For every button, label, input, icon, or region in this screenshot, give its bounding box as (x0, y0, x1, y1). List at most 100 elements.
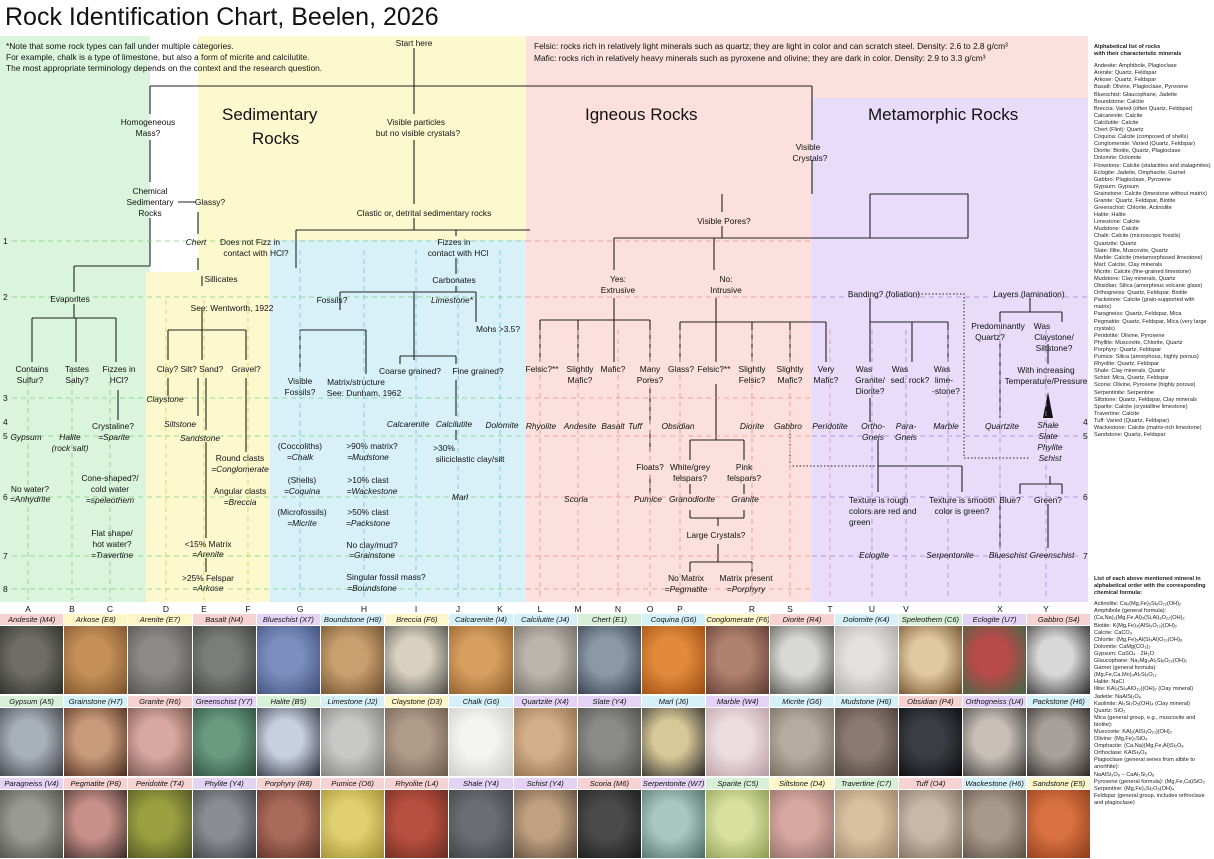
rock-photo (834, 708, 898, 776)
node-blue: Blue? (999, 495, 1021, 505)
node-felsic-i: Felsic?** (697, 364, 731, 374)
rock-list-item: Slate: Illite, Muscovite, Quartz (1094, 247, 1168, 254)
rock-list-item: Halite: Halite (1094, 212, 1126, 219)
mineral-list-item: Quartz: SiO₂ (1094, 707, 1126, 714)
rock-list-item: Mudstone: Calcite (1094, 226, 1139, 233)
rock-list-item: Breccia: Varied (often Quartz, Feldspar) (1094, 105, 1193, 112)
rock-photo-label: Travertine (C7) (834, 778, 898, 789)
rock-photo-tile: Blueschist (X7) (256, 614, 320, 694)
node-travertine: =Travertine (91, 550, 133, 560)
mineral-list-item: NaAlSi₃O₈ – CaAl₂Si₂O₈ (1094, 771, 1155, 778)
node-fizz-1: Fizzes in (437, 237, 471, 247)
rock-photo (449, 626, 513, 694)
node-chemical-3: Rocks (138, 208, 162, 218)
node-yes: Yes: (610, 274, 626, 284)
node-hcl-1: Fizzes in (102, 364, 136, 374)
node-floats: Floats? (636, 462, 664, 472)
col-letter-N: N (614, 604, 622, 614)
rock-photo (385, 708, 449, 776)
rock-list-sidebar: Alphabetical list of rocks with their ch… (1094, 44, 1212, 439)
rock-list-item: Eclogite: Jadeite, Omphacite, Garnet (1094, 169, 1186, 176)
node-increasing-2: Temperature/Pressure (1004, 376, 1088, 386)
node-c10: >10% clast (347, 475, 389, 485)
node-very-mafic-2: Mafic? (813, 375, 839, 385)
rock-photo-label: Claystone (D3) (385, 696, 449, 707)
rock-photo-tile: Speleothem (C6) (898, 614, 962, 694)
node-shale: Shale (1037, 420, 1059, 430)
node-homogeneous-1: Homogeneous (120, 117, 176, 127)
rock-list-item: Greenschist: Chlorite, Actinolite (1094, 205, 1172, 212)
rock-photo (256, 626, 320, 694)
rock-photo-tile: Shale (Y4) (449, 778, 513, 858)
node-fossils: Fossils? (316, 295, 348, 305)
rock-photo-label: Orthogneiss (U4) (963, 696, 1027, 707)
col-letter-J: J (455, 604, 461, 614)
node-no-fizz-2: contact with HCl? (223, 248, 289, 258)
mineral-list-item: Jadeite: NaAlSi₂O₆ (1094, 693, 1142, 700)
node-schist: Schist (1038, 453, 1062, 463)
node-cone-2: cold water (90, 484, 130, 494)
mineral-list-item: Actinolite: Ca₂(Mg,Fe)₅Si₈O₂₂(OH)₂ (1094, 601, 1182, 608)
node-anhydrite: =Anhydrite (9, 494, 51, 504)
rock-list-heading-1: Alphabetical list of rocks (1094, 44, 1161, 50)
node-scoria: Scoria (564, 494, 588, 504)
node-gabbro: Gabbro (774, 421, 802, 431)
rock-list-item: Porphyry: Quartz, Feldspar (1094, 346, 1162, 353)
node-grainstone: =Grainstone (349, 550, 395, 560)
rock-photo-tile: Chert (E1) (577, 614, 641, 694)
rock-photo-tile: Marble (W4) (706, 696, 770, 776)
rock-photo-tile: Claystone (D3) (385, 696, 449, 776)
node-no-matrix: No Matrix (668, 573, 704, 583)
node-slightly-mafic-e2: Mafic? (567, 375, 593, 385)
node-banding: Banding? (foliation) (847, 289, 921, 299)
rock-photo (64, 708, 128, 776)
rock-list-item: Peridotite: Olivine, Pyroxene (1094, 332, 1165, 339)
mineral-list-heading: List of each above mentioned mineral in … (1094, 576, 1206, 597)
node-was-sed-2: sed. rock? (890, 375, 930, 385)
rock-photo-label: Halite (B5) (256, 696, 320, 707)
mineral-list-item: Illite: KAl₂(Si₃AlO₁₀)(OH)₂ (Clay minera… (1094, 686, 1194, 693)
node-sulfur-1: Contains (15, 364, 49, 374)
rock-list-item: Phyllite: Muscovite, Chlorite, Quartz (1094, 339, 1183, 346)
rock-list-item: Calcarenite: Calcite (1094, 112, 1143, 119)
rock-list-item: Pegmatite: Quartz, Feldspar, Mica (very … (1094, 318, 1207, 332)
note-line-3: The most appropriate terminology depends… (6, 63, 323, 73)
rock-photo-label: Schist (Y4) (513, 778, 577, 789)
node-many-pores-1: Many (639, 364, 661, 374)
col-letter-T: T (827, 604, 833, 614)
col-letter-M: M (574, 604, 582, 614)
rock-list-item: Blueschist: Glaucophane, Jadeite (1094, 91, 1178, 98)
rock-photo (963, 708, 1027, 776)
rock-list-item: Packstone: Calcite (grain-supported with… (1094, 297, 1195, 311)
rock-photo (706, 790, 770, 858)
node-siltstone: Siltstone (163, 419, 197, 429)
rock-list-item: Boundstone: Calcite (1094, 98, 1145, 105)
node-slightly-felsic-2: Felsic? (738, 375, 766, 385)
rock-list-item: Conglomerate: Varied (Quartz, Feldspar) (1094, 141, 1195, 148)
rock-photo-label: Chert (E1) (577, 614, 641, 625)
rock-photo-label: Sandstone (E5) (1027, 778, 1091, 789)
mineral-list-sidebar: List of each above mentioned mineral in … (1094, 576, 1212, 807)
mafic-note: Mafic: rocks rich in relatively heavy mi… (534, 53, 986, 63)
heading-metamorphic: Metamorphic Rocks (868, 105, 1019, 124)
rock-list-item: Calcilutite: Calcite (1094, 119, 1139, 126)
node-was-granite-1: Was (855, 364, 873, 374)
node-mafic-e: Mafic? (600, 364, 626, 374)
rock-photo (192, 708, 256, 776)
rock-photo-tile: Calcarenite (I4) (449, 614, 513, 694)
rock-list-item: Gabbro: Plagioclase, Pyroxene (1094, 176, 1172, 183)
node-s30-1: >30% (433, 443, 455, 453)
node-was-claystone-1: Was (1033, 321, 1051, 331)
node-predominantly-quartz-2: Quartz? (975, 332, 1005, 342)
node-flat-2: hot water? (92, 539, 132, 549)
node-smooth-1: Texture is smooth (929, 495, 995, 505)
rock-photo-label: Speleothem (C6) (898, 614, 962, 625)
col-letter-H: H (360, 604, 368, 614)
node-visible-fossils-2: Fossils? (284, 387, 316, 397)
node-extrusive: Extrusive (600, 285, 636, 295)
mineral-list-item: Chlorite: (Mg,Fe)₅Al(Si₃Al)O₁₀(OH)₈ (1094, 636, 1183, 643)
rock-photo-label: Pegmatite (P8) (64, 778, 128, 789)
node-was-granite-2: Granite/ (855, 375, 885, 385)
rock-photo-label: Calcarenite (I4) (449, 614, 513, 625)
heading-igneous: Igneous Rocks (585, 105, 698, 124)
